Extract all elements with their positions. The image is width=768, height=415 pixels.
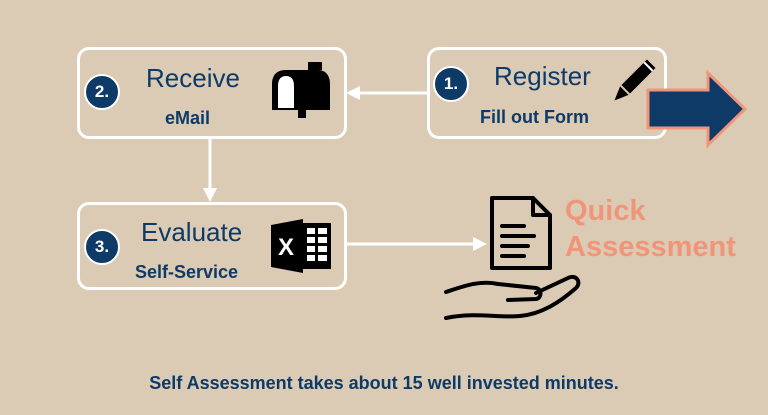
document-in-hand-icon (444, 196, 581, 320)
pencil-icon (614, 59, 656, 101)
step-evaluate-subtitle: Self-Service (135, 262, 239, 282)
step-receive-subtitle: eMail (165, 108, 211, 128)
step-evaluate-title: Evaluate (141, 217, 243, 247)
step-evaluate-number: 3. (84, 229, 120, 265)
arrowhead-receive-to-evaluate (203, 188, 217, 202)
quick-assessment-line1: Quick (565, 195, 646, 227)
step-register-number: 1. (433, 66, 469, 102)
excel-icon: X (271, 219, 331, 273)
step-receive-card (77, 47, 347, 139)
svg-text:X: X (278, 234, 294, 261)
step-register-title: Register (494, 61, 591, 91)
quick-assessment-line2: Assessment (565, 231, 736, 263)
mailbox-icon (272, 62, 330, 118)
arrowhead-register-to-receive (346, 86, 360, 100)
step-evaluate-card (77, 202, 347, 290)
footer-caption: Self Assessment takes about 15 well inve… (149, 373, 619, 393)
right-arrow-icon (646, 70, 748, 149)
step-receive-number: 2. (84, 74, 120, 110)
step-receive-title: Receive (146, 63, 240, 93)
arrowhead-evaluate-to-assessment (473, 237, 487, 251)
step-register-subtitle: Fill out Form (480, 107, 589, 127)
